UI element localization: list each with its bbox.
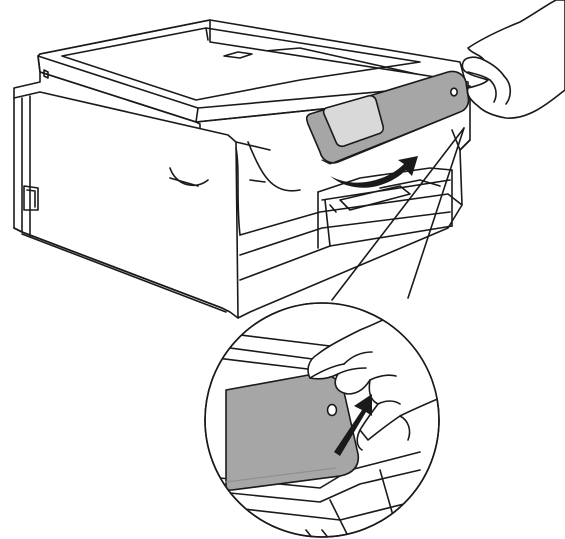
curved-arrow-up-icon: [330, 156, 418, 188]
control-panel: [305, 70, 470, 165]
power-button-icon: [449, 87, 458, 97]
power-button-icon: [326, 403, 338, 417]
hand-top: [461, 0, 565, 119]
callout-lines: [331, 127, 465, 301]
arrow-up-icon: [334, 394, 372, 456]
detail-magnifier: [204, 302, 440, 538]
